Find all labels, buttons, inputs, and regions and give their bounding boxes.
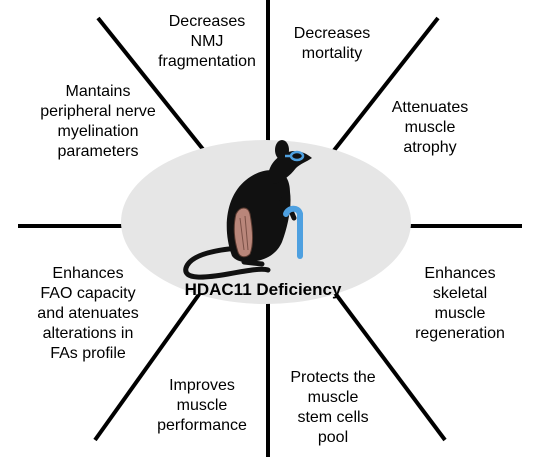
spoke-bottom-right <box>333 291 447 442</box>
effect-label-mortality: Decreases mortality <box>293 25 371 62</box>
effect-label-performance: Improves muscle performance <box>157 377 247 434</box>
spoke-top-right <box>326 16 440 160</box>
rat-icon <box>183 140 312 280</box>
spoke-top-left <box>96 16 212 160</box>
effect-label-regeneration: Enhances skeletal muscle regeneration <box>415 265 505 342</box>
glasses-icon <box>285 150 305 162</box>
effect-label-fao: Enhances FAO capacity and atenuates alte… <box>37 265 139 362</box>
effect-label-stem-cells: Protects the muscle stem cells pool <box>290 369 376 446</box>
center-title: HDAC11 Deficiency <box>184 280 342 299</box>
spoke-bottom-left <box>93 291 202 442</box>
effect-label-nmj: Decreases NMJ fragmentation <box>158 13 256 70</box>
cane-icon <box>283 205 303 259</box>
effect-label-myelination: Mantains peripheral nerve myelination pa… <box>40 83 156 160</box>
effect-label-atrophy: Attenuates muscle atrophy <box>391 99 469 156</box>
